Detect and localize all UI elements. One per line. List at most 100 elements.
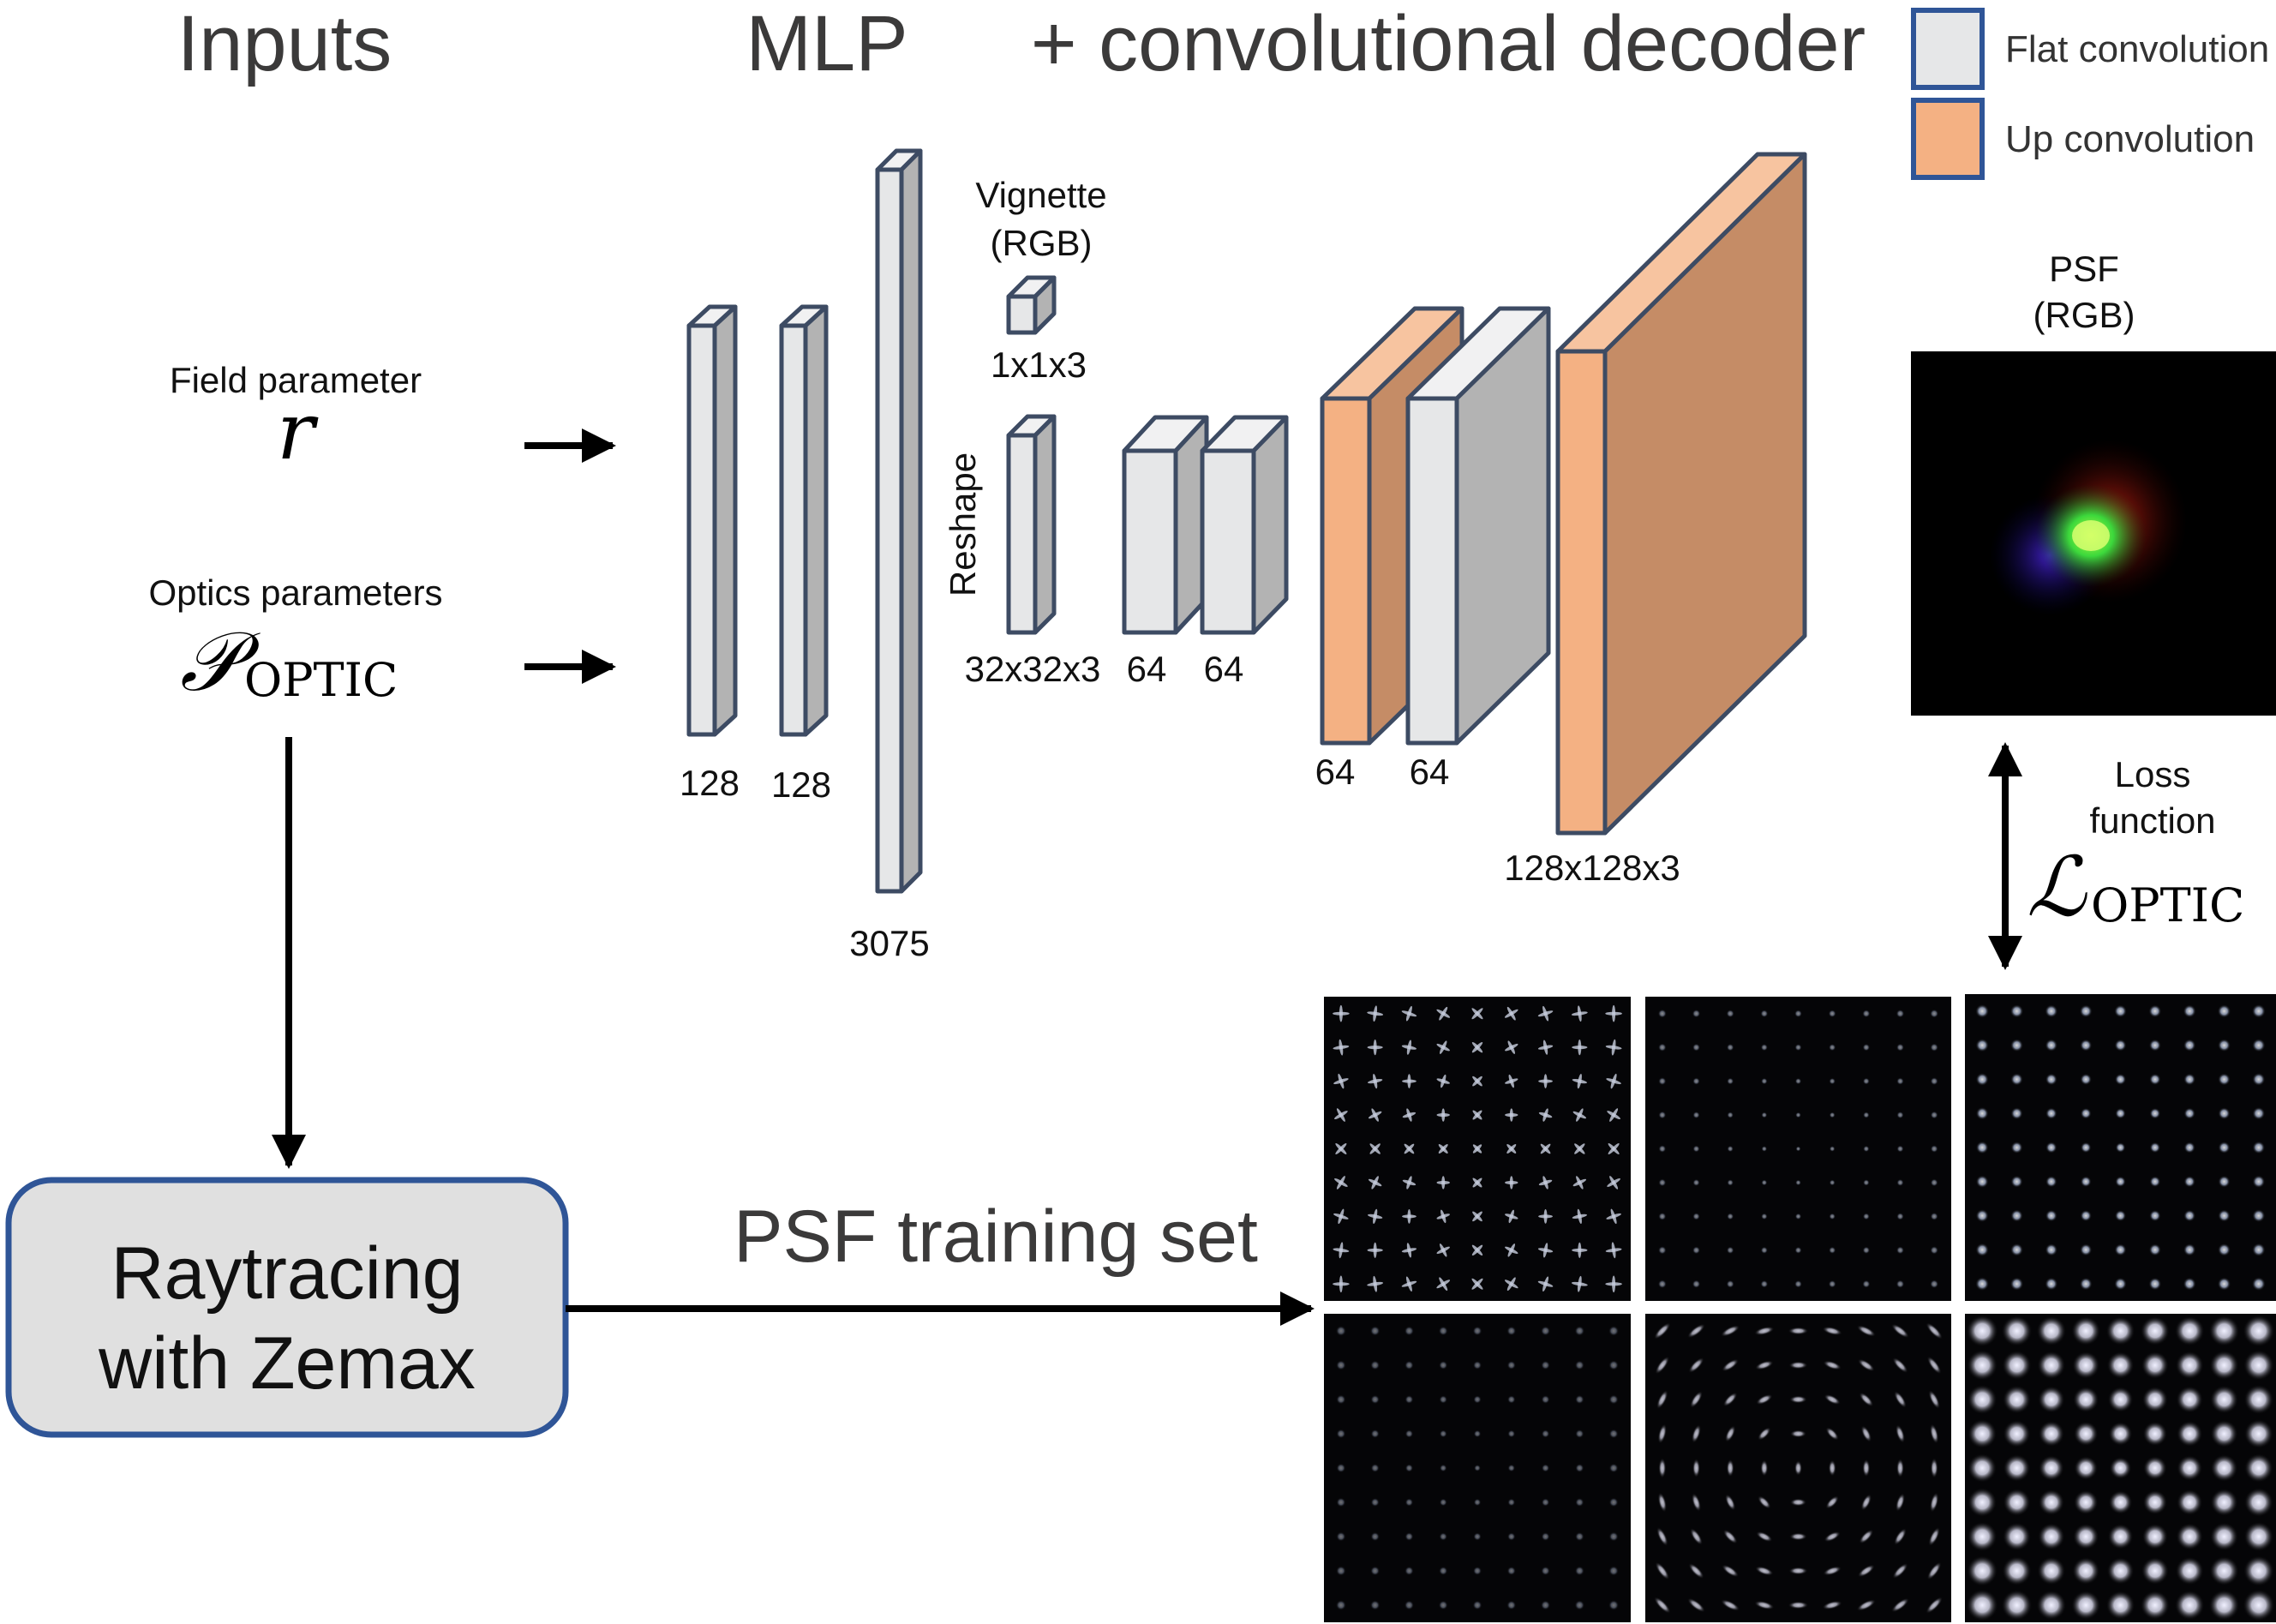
- psf-spot: [1505, 1209, 1518, 1224]
- psf-spot: [1367, 1275, 1384, 1292]
- psf-spot: [1605, 1004, 1622, 1022]
- psf-spot: [1367, 1005, 1384, 1022]
- psf-spot: [1537, 1005, 1554, 1022]
- psf-spot: [1608, 1325, 1620, 1337]
- psf-spot: [1506, 1144, 1517, 1154]
- psf-spot: [1473, 1532, 1482, 1541]
- psf-rgb-image: [1911, 351, 2276, 716]
- psf-spot: [1541, 1360, 1550, 1370]
- psf-spot: [1336, 1566, 1346, 1576]
- psf-spot: [1537, 1276, 1554, 1292]
- psf-spot: [1505, 1108, 1518, 1122]
- psf-spot: [1335, 1325, 1347, 1337]
- optics-subscript: OPTIC: [244, 653, 398, 707]
- psf-spot: [2038, 1420, 2065, 1447]
- psf-spot: [1824, 1531, 1841, 1543]
- psf-spot: [1926, 1356, 1942, 1375]
- psf-spot: [2107, 1524, 2134, 1549]
- psf-spot: [1540, 1600, 1551, 1610]
- psf-spot: [1859, 1529, 1874, 1544]
- psf-spot: [1574, 1143, 1585, 1154]
- optics-parameters-label: Optics parameters: [148, 572, 442, 613]
- psf-spot: [1471, 1244, 1483, 1256]
- psf-spot: [1794, 1460, 1802, 1476]
- psf-spot: [1688, 1357, 1704, 1374]
- psf-spot: [1967, 1521, 1997, 1552]
- psf-spot: [1896, 1009, 1905, 1018]
- psf-spot: [2218, 1141, 2231, 1154]
- psf-spot: [2183, 1107, 2196, 1120]
- psf-spot: [1439, 1464, 1447, 1472]
- psf-spot: [1574, 1566, 1584, 1576]
- psf-spot: [1541, 1498, 1550, 1507]
- psf-spot: [1862, 1112, 1870, 1118]
- psf-spot: [1575, 1429, 1584, 1439]
- psf-spot: [1541, 1429, 1550, 1438]
- psf-spot: [1572, 1073, 1587, 1089]
- psf-spot: [1862, 1179, 1870, 1186]
- psf-spot: [1968, 1453, 1997, 1483]
- psf-spot: [2074, 1456, 2099, 1480]
- psf-spot: [2071, 1590, 2101, 1621]
- psf-spot: [1761, 1112, 1768, 1118]
- psf-spot: [2210, 1488, 2238, 1517]
- psf-spot: [2072, 1523, 2099, 1550]
- psf-spot: [1692, 1009, 1701, 1018]
- psf-spot: [1333, 1004, 1350, 1022]
- psf-spot: [2002, 1385, 2032, 1414]
- psf-spot: [1608, 1360, 1619, 1370]
- psf-spot: [1608, 1531, 1619, 1542]
- psf-spot: [1471, 1278, 1483, 1290]
- psf-spot: [2010, 1141, 2023, 1154]
- psf-spot: [1829, 1179, 1836, 1186]
- psf-spot: [1655, 1561, 1670, 1580]
- psf-training-panels: [1324, 994, 2276, 1622]
- output-dims: 128x128x3: [1504, 848, 1680, 888]
- psf-spot: [1896, 1279, 1905, 1289]
- psf-spot: [1439, 1566, 1448, 1576]
- psf-spot: [1574, 1600, 1585, 1610]
- psf-spot: [1789, 1395, 1807, 1404]
- psf-spot: [2252, 1106, 2266, 1120]
- psf-spot: [2114, 1073, 2127, 1086]
- psf-spot: [1405, 1566, 1414, 1576]
- psf-spot: [1926, 1561, 1942, 1580]
- mlp-layer-3: [875, 148, 923, 894]
- psf-spot: [2003, 1488, 2031, 1517]
- psf-spot: [1471, 1041, 1483, 1053]
- psf-spot: [1856, 1599, 1877, 1611]
- psf-spot: [1335, 1142, 1347, 1155]
- psf-spot: [2208, 1315, 2240, 1346]
- psf-spot: [1658, 1178, 1667, 1187]
- psf-spot: [1506, 1600, 1517, 1610]
- psf-spot: [1692, 1246, 1701, 1255]
- psf-spot: [2036, 1315, 2067, 1346]
- psf-spot: [1860, 1425, 1872, 1442]
- psf-spot: [1890, 1597, 1910, 1613]
- psf-spot: [2243, 1453, 2273, 1483]
- psf-training-panel: [1965, 1314, 2276, 1622]
- legend-flat-swatch: [1911, 8, 1985, 90]
- psf-spot: [1369, 1600, 1381, 1610]
- conv-block-1-size: 64: [1127, 649, 1167, 689]
- psf-spot: [1472, 1144, 1482, 1154]
- psf-spot: [2045, 1243, 2058, 1256]
- upconv-block-1-size: 64: [1315, 752, 1356, 792]
- psf-spot: [1968, 1487, 1997, 1518]
- psf-spot: [1966, 1315, 1998, 1347]
- psf-spot: [1892, 1562, 1908, 1579]
- psf-spot: [2183, 1243, 2196, 1256]
- psf-spot: [1726, 1279, 1734, 1288]
- psf-spot: [1507, 1464, 1516, 1472]
- psf-spot: [1404, 1326, 1415, 1336]
- psf-spot: [2114, 1004, 2127, 1018]
- psf-spot: [1369, 1143, 1381, 1154]
- psf-spot: [1658, 1145, 1667, 1153]
- psf-spot: [2243, 1384, 2274, 1415]
- psf-spot: [1473, 1429, 1482, 1438]
- psf-spot: [1692, 1145, 1700, 1153]
- psf-spot: [1472, 1360, 1482, 1370]
- psf-spot: [2045, 1004, 2058, 1018]
- psf-spot: [1862, 1279, 1871, 1288]
